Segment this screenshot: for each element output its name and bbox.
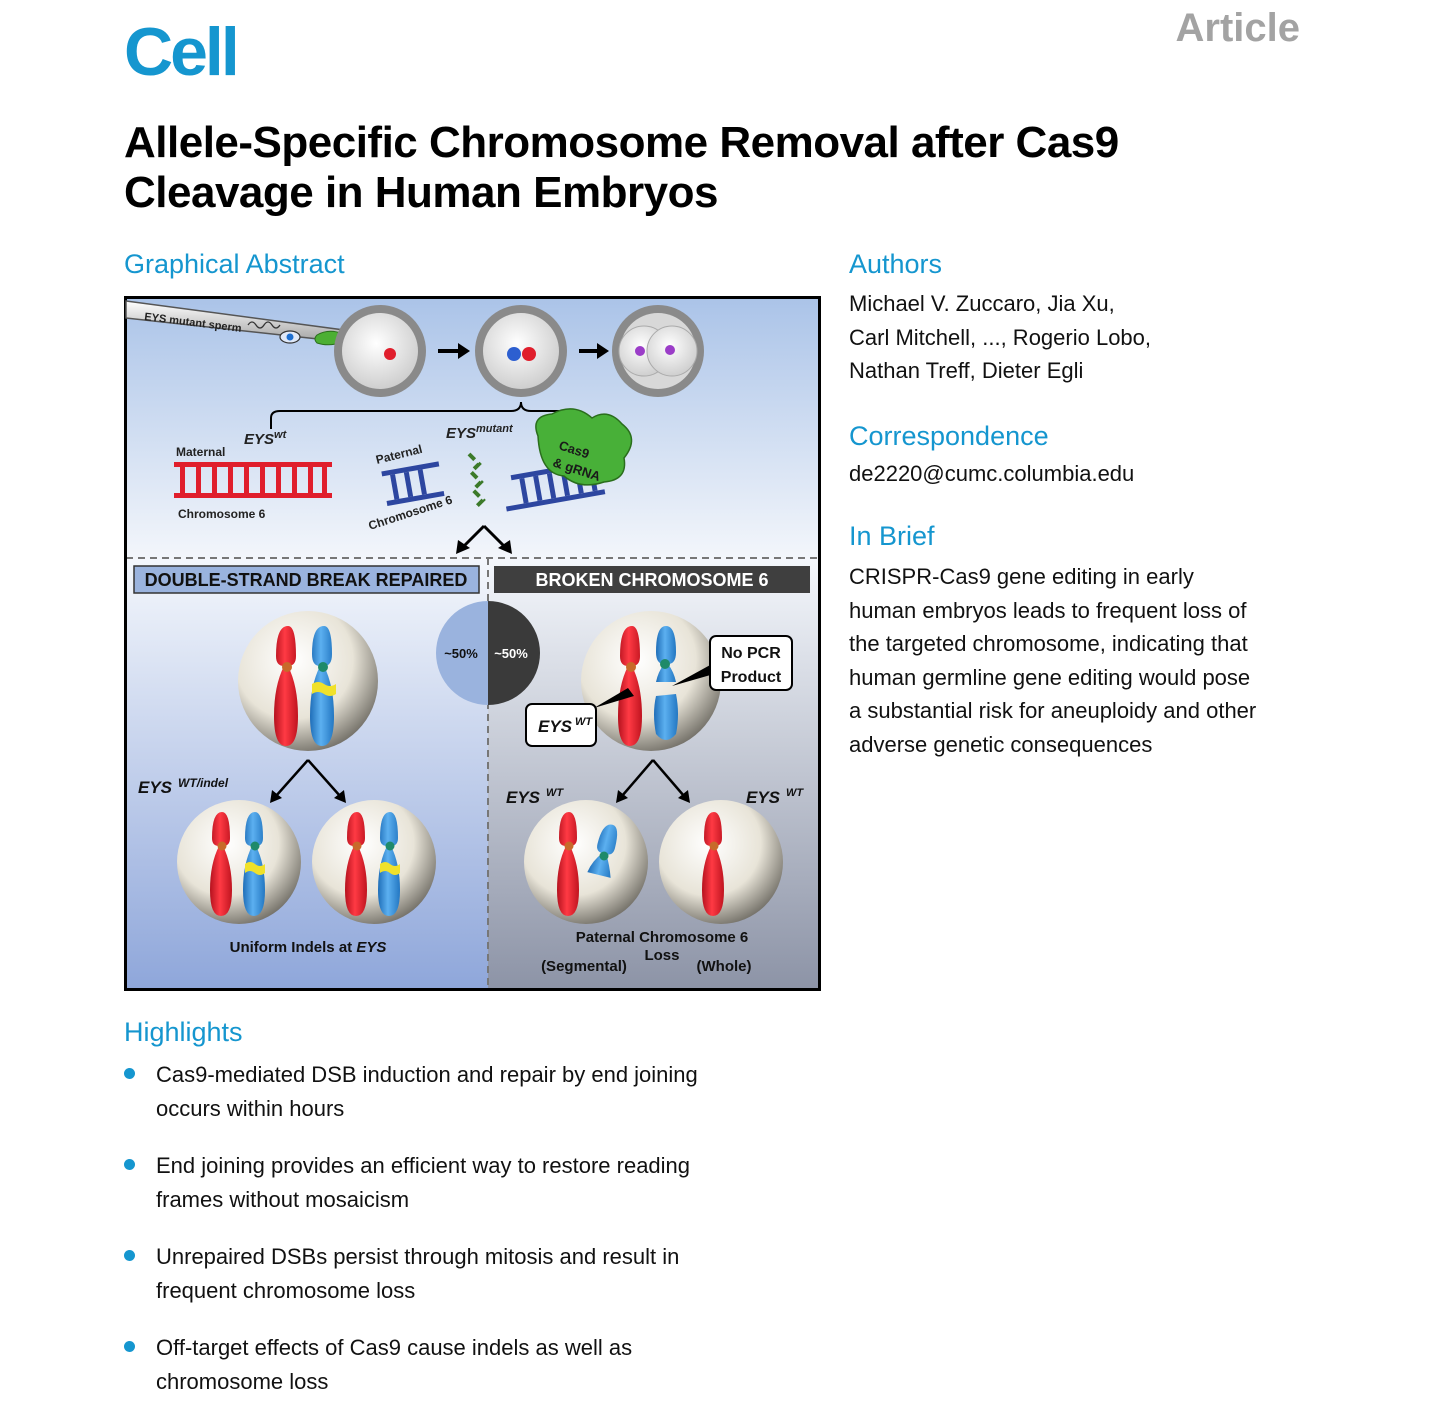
- svg-text:EYSmutant: EYSmutant: [446, 423, 514, 442]
- highlight-item: Unrepaired DSBs persist through mitosis …: [124, 1240, 814, 1307]
- highlight-item: End joining provides an efficient way to…: [124, 1149, 814, 1216]
- in-brief-text: CRISPR-Cas9 gene editing in early human …: [849, 560, 1319, 761]
- svg-text:(Whole): (Whole): [697, 958, 752, 975]
- authors-line: Nathan Treff, Dieter Egli: [849, 358, 1084, 383]
- in-brief-line: the targeted chromosome, indicating that: [849, 631, 1248, 656]
- article-title: Allele-Specific Chromosome Removal after…: [124, 118, 1119, 217]
- repaired-cell: [238, 611, 378, 751]
- in-brief-line: adverse genetic consequences: [849, 731, 1153, 757]
- bullet-icon: [124, 1068, 135, 1079]
- svg-text:EYSwt: EYSwt: [244, 429, 288, 448]
- svg-text:Product: Product: [721, 669, 782, 686]
- highlights-heading: Highlights: [124, 1017, 243, 1047]
- svg-text:Paternal Chromosome 6: Paternal Chromosome 6: [576, 929, 749, 946]
- svg-text:Maternal: Maternal: [176, 445, 225, 459]
- daughter-cell-whole-loss: [659, 800, 783, 924]
- authors-heading: Authors: [849, 249, 943, 279]
- graphical-abstract-figure: EYS mutant sperm EYSwt Maternal: [124, 296, 821, 991]
- daughter-cell-indel-2: [312, 800, 436, 924]
- svg-text:~50%: ~50%: [444, 646, 478, 661]
- authors-line: Carl Mitchell, ..., Rogerio Lobo,: [849, 324, 1152, 350]
- svg-text:Chromosome 6: Chromosome 6: [178, 507, 266, 521]
- oocyte: [334, 305, 426, 397]
- svg-text:(Segmental): (Segmental): [541, 958, 627, 975]
- svg-text:No PCR: No PCR: [721, 645, 781, 662]
- svg-text:Uniform Indels at EYS: Uniform Indels at EYS: [230, 939, 387, 956]
- highlight-item: Cas9-mediated DSB induction and repair b…: [124, 1058, 814, 1125]
- in-brief-heading: In Brief: [849, 521, 935, 551]
- in-brief-line: human embryos leads to frequent loss of: [849, 597, 1247, 623]
- broken-chromosome-cell: [581, 611, 721, 751]
- highlight-item: Off-target effects of Cas9 cause indels …: [124, 1331, 814, 1398]
- correspondence-email[interactable]: de2220@cumc.columbia.edu: [849, 461, 1135, 486]
- bullet-icon: [124, 1341, 135, 1352]
- daughter-cell-segmental-loss: [524, 800, 648, 924]
- svg-text:Loss: Loss: [644, 947, 679, 964]
- broken-chromosome-label: BROKEN CHROMOSOME 6: [535, 570, 768, 590]
- article-type: Article: [1175, 6, 1301, 50]
- journal-logo: Cell: [124, 14, 240, 90]
- double-strand-break-repaired-label: DOUBLE-STRAND BREAK REPAIRED: [145, 570, 468, 590]
- highlights-list: Cas9-mediated DSB induction and repair b…: [124, 1058, 814, 1422]
- in-brief-line: human germline gene editing would pose: [849, 664, 1251, 690]
- paternal-chromosome-ladder-left: [381, 461, 445, 506]
- in-brief-line: a substantial risk for aneuploidy and ot…: [849, 698, 1257, 723]
- authors-list: Michael V. Zuccaro, Jia Xu, Carl Mitchel…: [849, 287, 1151, 388]
- maternal-chromosome-ladder: [174, 462, 332, 498]
- authors-line: Michael V. Zuccaro, Jia Xu,: [849, 291, 1115, 316]
- outcome-pie-chart: ~50% ~50%: [436, 601, 540, 705]
- zygote: [475, 305, 567, 397]
- daughter-cell-indel-1: [177, 800, 301, 924]
- graphical-abstract-heading: Graphical Abstract: [124, 249, 345, 279]
- two-cell-embryo: [612, 305, 704, 397]
- svg-text:~50%: ~50%: [494, 646, 528, 661]
- bullet-icon: [124, 1250, 135, 1261]
- bullet-icon: [124, 1159, 135, 1170]
- in-brief-line: CRISPR-Cas9 gene editing in early: [849, 564, 1194, 589]
- correspondence-heading: Correspondence: [849, 421, 1049, 451]
